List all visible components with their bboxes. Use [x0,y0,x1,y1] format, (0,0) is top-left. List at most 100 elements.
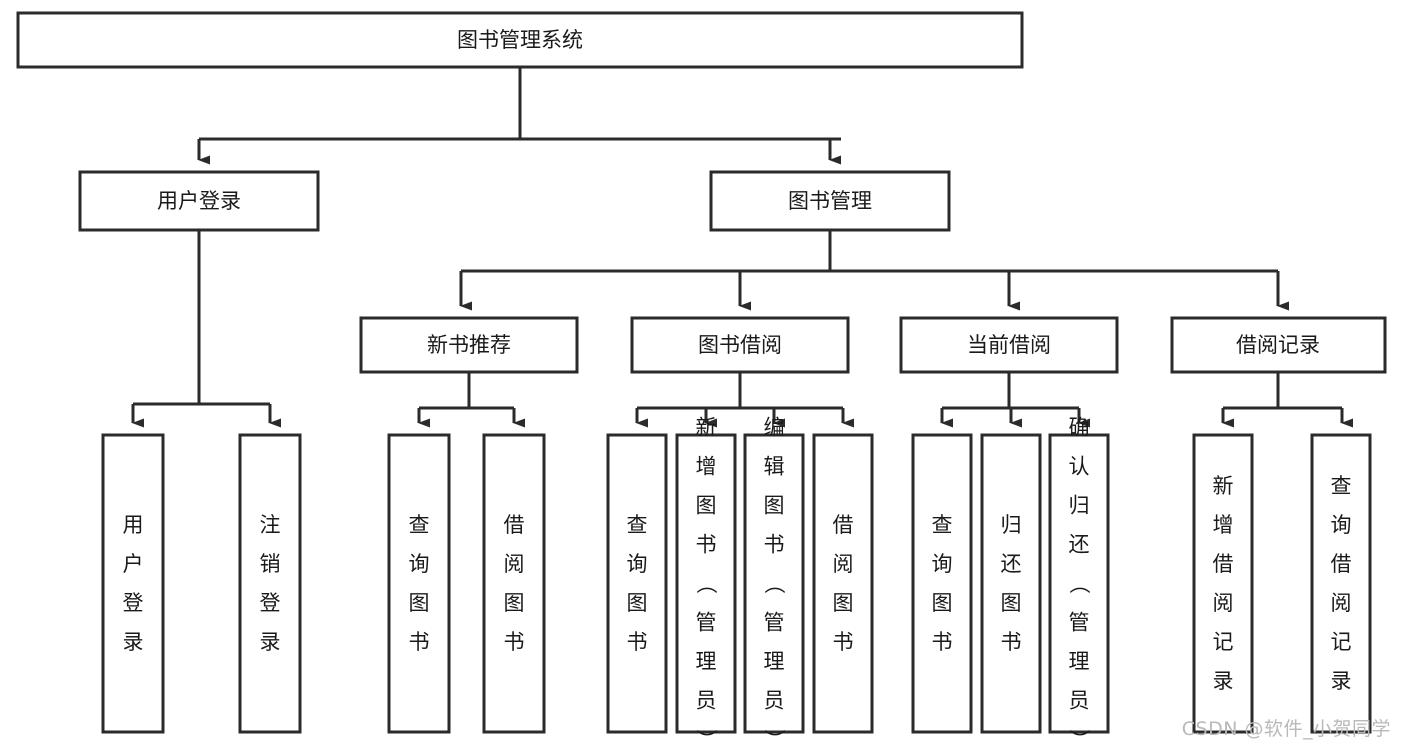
svg-text:查: 查 [932,513,953,537]
node-root-system[interactable]: 图书管理系统 [16,11,1024,69]
svg-text:图: 图 [1001,591,1022,615]
svg-text:图: 图 [504,591,525,615]
node-new-book-recommend-box[interactable] [359,316,579,374]
svg-text:图: 图 [764,494,785,518]
svg-text:借: 借 [833,513,854,537]
svg-text:）: ） [694,729,718,747]
svg-text:管: 管 [764,611,785,635]
connectors-root-to-level2 [197,67,841,165]
svg-text:借: 借 [1331,552,1352,576]
svg-text:书: 书 [1001,630,1022,654]
svg-text:阅: 阅 [1213,591,1234,615]
svg-text:借: 借 [504,513,525,537]
leaf-node-box[interactable] [812,433,874,734]
svg-text:书: 书 [504,630,525,654]
leaf-node[interactable]: 用户登录 [101,433,165,734]
svg-text:图: 图 [696,494,717,518]
svg-text:（: （ [694,573,718,594]
svg-text:登: 登 [260,591,281,615]
node-book-manage-label: 图书管理 [788,189,872,213]
svg-text:户: 户 [123,552,144,576]
svg-text:书: 书 [409,630,430,654]
svg-text:阅: 阅 [504,552,525,576]
leaf-node-box[interactable] [101,433,165,734]
svg-text:书: 书 [696,533,717,557]
node-borrow-record[interactable]: 借阅记录 [1170,316,1387,374]
svg-text:理: 理 [764,650,785,674]
svg-text:员: 员 [1069,689,1090,713]
node-root-system-label: 图书管理系统 [457,28,583,52]
svg-text:书: 书 [764,533,785,557]
svg-text:录: 录 [123,630,144,654]
node-root-system-box[interactable] [16,11,1024,69]
svg-text:借: 借 [1213,552,1234,576]
node-new-book-recommend[interactable]: 新书推荐 [359,316,579,374]
leaf-node-box[interactable] [1192,433,1254,734]
node-book-manage[interactable]: 图书管理 [709,170,951,232]
svg-text:）: ） [1067,729,1091,747]
svg-text:记: 记 [1213,630,1234,654]
leaf-node-box[interactable] [911,433,973,734]
connectors-currentborrow-to-leaves [940,372,1090,428]
node-book-borrow-box[interactable] [630,316,850,374]
svg-text:认: 认 [1069,455,1090,479]
node-book-manage-box[interactable] [709,170,951,232]
svg-text:归: 归 [1069,494,1090,518]
node-user-login[interactable]: 用户登录 [78,170,320,232]
node-user-login-box[interactable] [78,170,320,232]
svg-text:确: 确 [1069,416,1090,440]
connectors-newbookrec-to-leaves [417,372,525,428]
svg-text:员: 员 [696,689,717,713]
svg-text:增: 增 [696,455,717,479]
leaf-node-box[interactable] [482,433,546,734]
leaf-node-box[interactable] [1048,433,1110,734]
svg-text:员: 员 [764,689,785,713]
svg-text:新: 新 [1213,474,1234,498]
leaf-node-box[interactable] [1310,433,1372,734]
svg-text:图: 图 [932,591,953,615]
svg-text:书: 书 [932,630,953,654]
leaf-node-box[interactable] [743,433,805,734]
svg-text:还: 还 [1001,552,1022,576]
node-current-borrow[interactable]: 当前借阅 [899,316,1119,374]
svg-text:辑: 辑 [764,455,785,479]
node-book-borrow-label: 图书借阅 [698,333,782,357]
leaf-node-box[interactable] [387,433,451,734]
svg-text:录: 录 [260,630,281,654]
svg-text:用: 用 [123,513,144,537]
node-book-borrow[interactable]: 图书借阅 [630,316,850,374]
node-user-login-label: 用户登录 [157,189,241,213]
svg-text:记: 记 [1331,630,1352,654]
leaf-node-box[interactable] [980,433,1042,734]
node-current-borrow-box[interactable] [899,316,1119,374]
node-new-book-recommend-label: 新书推荐 [427,333,511,357]
node-borrow-record-box[interactable] [1170,316,1387,374]
svg-text:销: 销 [260,552,281,576]
svg-text:管: 管 [1069,611,1090,635]
leaf-node-box[interactable] [606,433,668,734]
leaf-node-box[interactable] [238,433,302,734]
svg-text:注: 注 [260,513,281,537]
svg-text:查: 查 [409,513,430,537]
svg-text:图: 图 [833,591,854,615]
leaf-node-label: 用户登录 [123,513,144,654]
leaf-node-box[interactable] [675,433,737,734]
svg-text:询: 询 [1331,513,1352,537]
svg-text:理: 理 [696,650,717,674]
